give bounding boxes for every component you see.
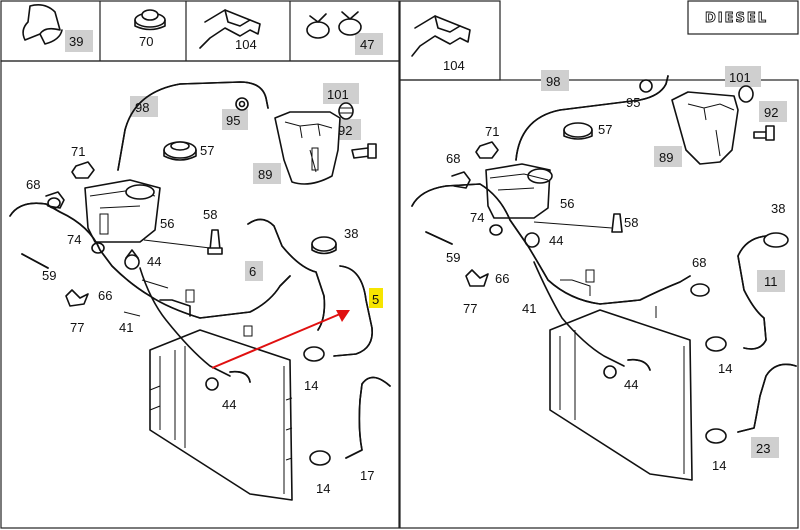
callout-label: 71: [485, 124, 499, 139]
right-panel-parts: [411, 75, 797, 481]
top-strip-parts: [22, 4, 471, 57]
callout-label: 74: [67, 232, 81, 247]
callout-label: 44: [222, 397, 236, 412]
callout-label: 5: [372, 292, 379, 307]
callout-label: 95: [226, 113, 240, 128]
callout-label: 41: [522, 301, 536, 316]
top-label: 104: [235, 37, 257, 52]
callout-label: 56: [560, 196, 574, 211]
callout-label: 57: [200, 143, 214, 158]
left-panel-labels: 98 95 101 92 89 57 71 68 56 58 74 44 38 …: [26, 87, 379, 496]
callout-label: 89: [659, 150, 673, 165]
callout-label: 89: [258, 167, 272, 182]
callout-label: 66: [495, 271, 509, 286]
top-label: 47: [360, 37, 374, 52]
top-label: 70: [139, 34, 153, 49]
callout-label: 77: [463, 301, 477, 316]
callout-label: 98: [135, 100, 149, 115]
callout-label: 44: [549, 233, 563, 248]
left-panel-parts: [9, 81, 391, 501]
callout-label: 68: [692, 255, 706, 270]
callout-label: 59: [42, 268, 56, 283]
callout-label: 101: [327, 87, 349, 102]
callout-label: 44: [624, 377, 638, 392]
callout-label: 95: [626, 95, 640, 110]
callout-label: 44: [147, 254, 161, 269]
callout-label: 68: [446, 151, 460, 166]
callout-label: 41: [119, 320, 133, 335]
callout-label: 92: [338, 123, 352, 138]
callout-label: 38: [344, 226, 358, 241]
callout-label: 56: [160, 216, 174, 231]
callout-label: 92: [764, 105, 778, 120]
callout-label: 77: [70, 320, 84, 335]
callout-label: 17: [360, 468, 374, 483]
callout-label: 74: [470, 210, 484, 225]
callout-label: 23: [756, 441, 770, 456]
callout-label: 6: [249, 264, 256, 279]
callout-label: 11: [764, 274, 778, 289]
callout-label: 66: [98, 288, 112, 303]
label-highlights: [65, 30, 787, 458]
top-strip-labels: 39 70 104 47 104: [69, 34, 465, 73]
top-label: 104: [443, 58, 465, 73]
callout-label: 14: [712, 458, 726, 473]
callout-label: 14: [316, 481, 330, 496]
callout-label: 58: [203, 207, 217, 222]
callout-label: 14: [304, 378, 318, 393]
callout-label: 58: [624, 215, 638, 230]
callout-label: 14: [718, 361, 732, 376]
diesel-badge: DIESEL: [705, 11, 768, 26]
callout-label: 71: [71, 144, 85, 159]
top-label: 39: [69, 34, 83, 49]
right-panel-labels: 98 95 101 92 89 71 68 57 56 74 58 44 38 …: [446, 70, 785, 473]
callout-label: 38: [771, 201, 785, 216]
callout-label: 101: [729, 70, 751, 85]
callout-label: 68: [26, 177, 40, 192]
callout-label: 98: [546, 74, 560, 89]
callout-label: 57: [598, 122, 612, 137]
callout-label: 59: [446, 250, 460, 265]
